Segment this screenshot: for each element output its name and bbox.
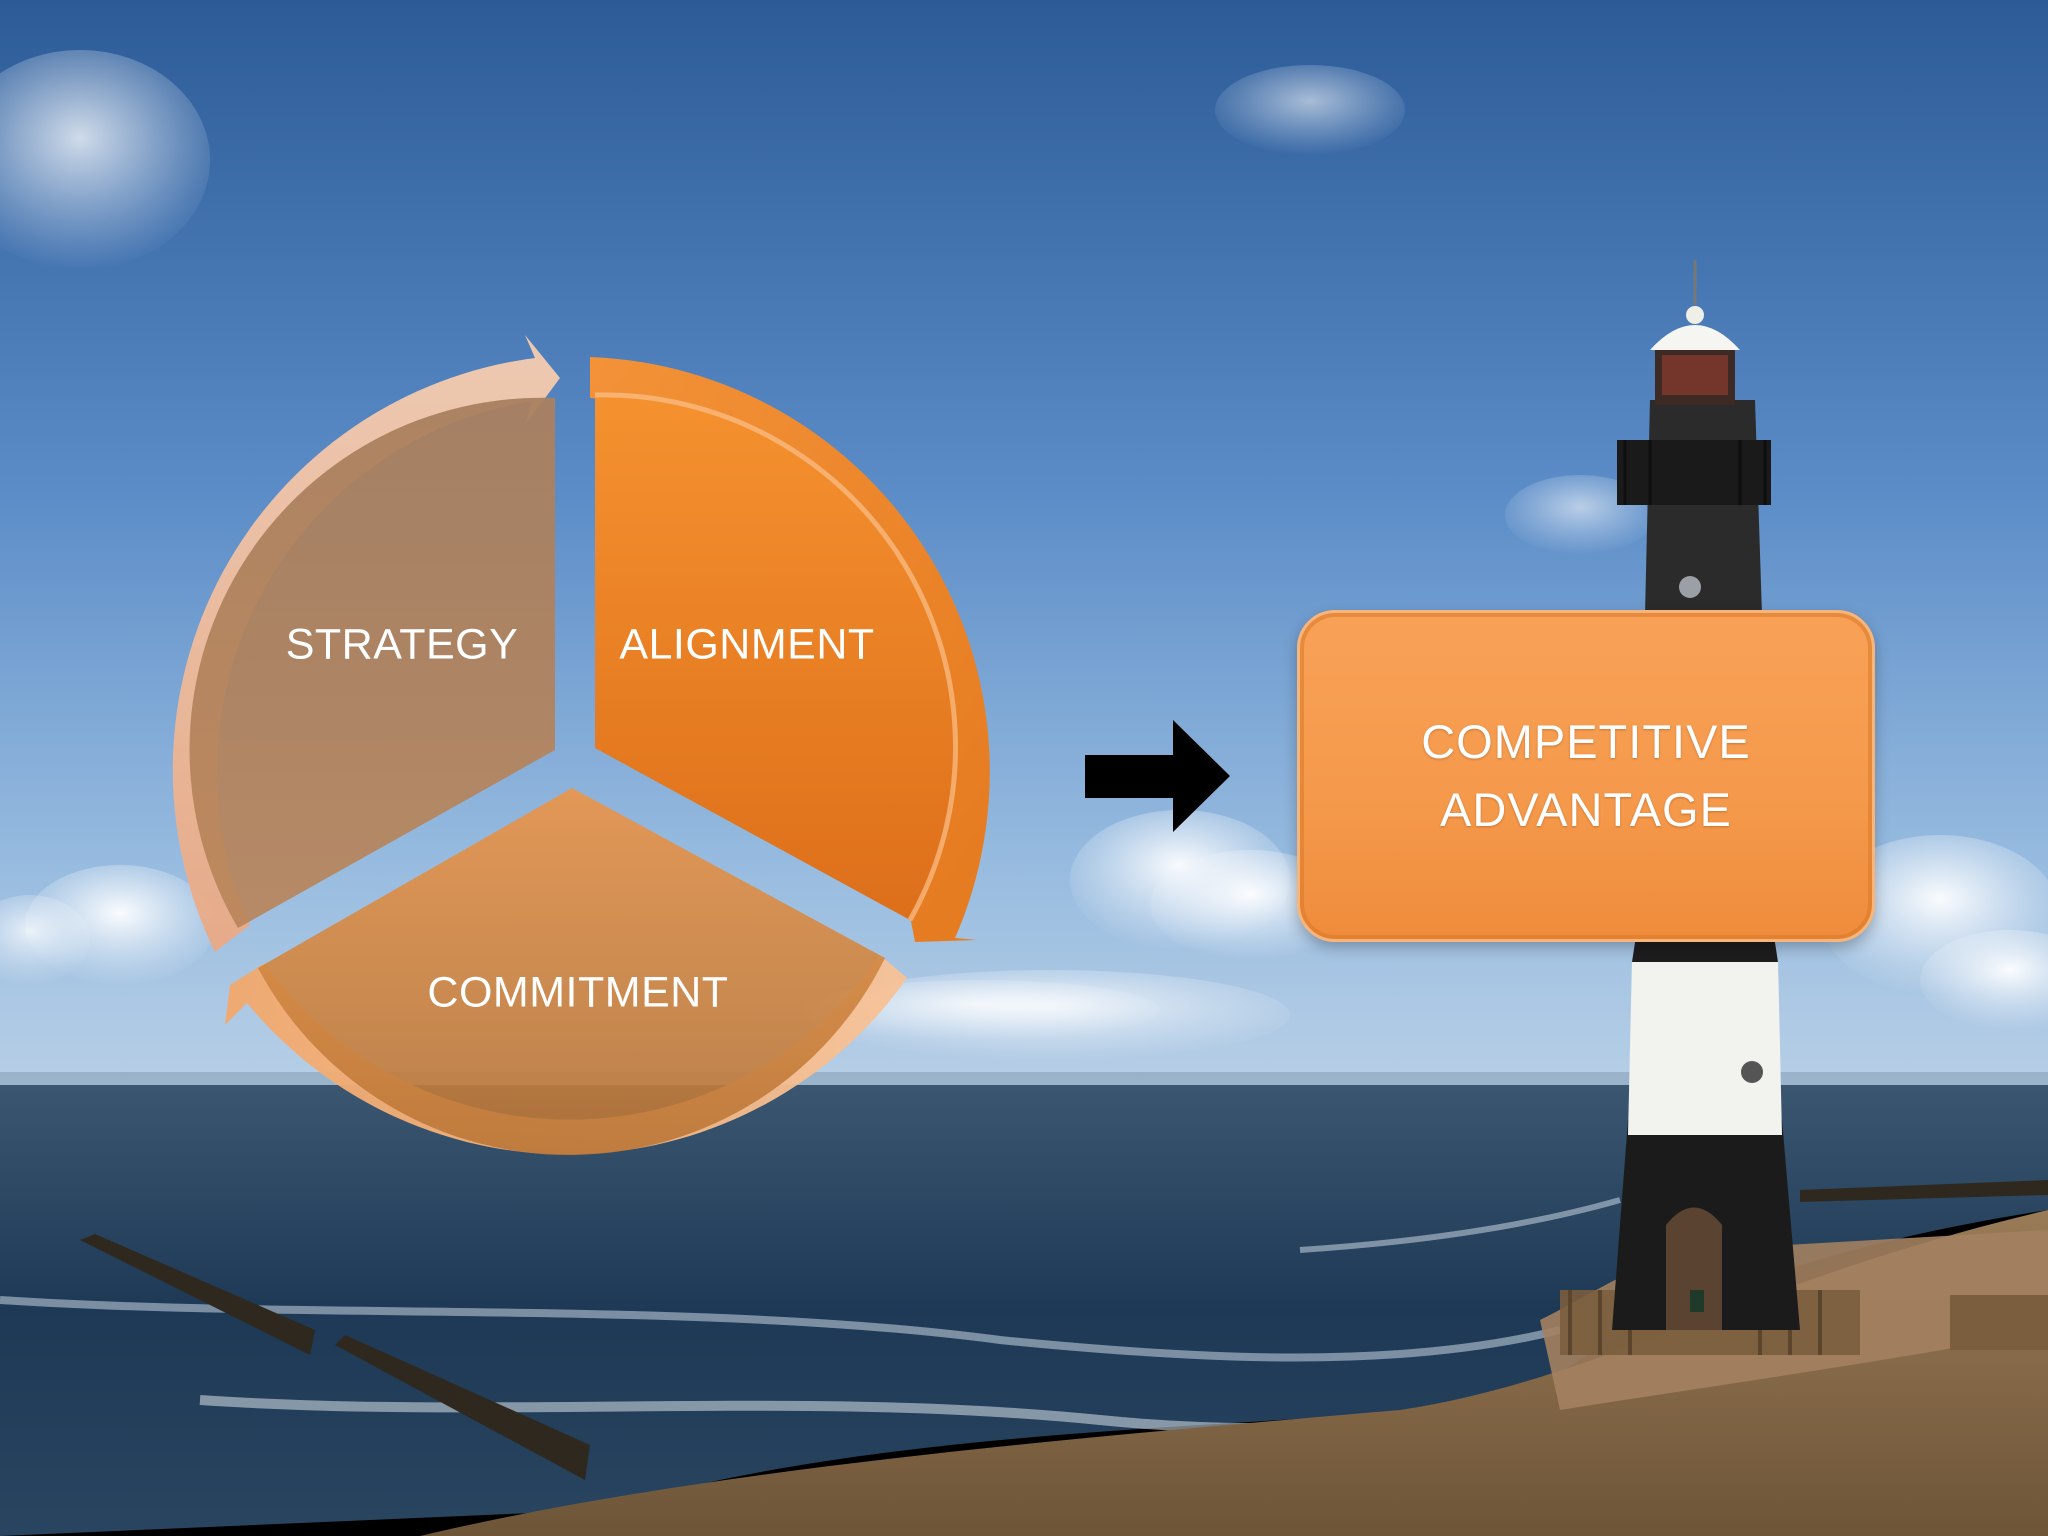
segment-strategy xyxy=(189,397,555,928)
cycle-arrow-alignment xyxy=(590,357,990,942)
label-commitment: COMMITMENT xyxy=(427,968,728,1016)
advantage-line-1: COMPETITIVE xyxy=(1421,715,1751,768)
advantage-line-2: ADVANTAGE xyxy=(1440,783,1732,836)
beach xyxy=(420,1210,2048,1536)
cycle-diagram: STRATEGY ALIGNMENT COMMITMENT xyxy=(172,335,990,1156)
label-strategy: STRATEGY xyxy=(286,620,519,668)
right-arrow-icon xyxy=(1085,720,1230,832)
lighthouse xyxy=(1560,260,2048,1355)
clouds xyxy=(0,50,2048,1060)
segment-alignment xyxy=(595,394,956,921)
groynes xyxy=(80,1180,2048,1480)
label-alignment: ALIGNMENT xyxy=(619,620,874,668)
segment-commitment xyxy=(258,788,885,1156)
competitive-advantage-box: COMPETITIVE ADVANTAGE xyxy=(1297,610,1875,942)
